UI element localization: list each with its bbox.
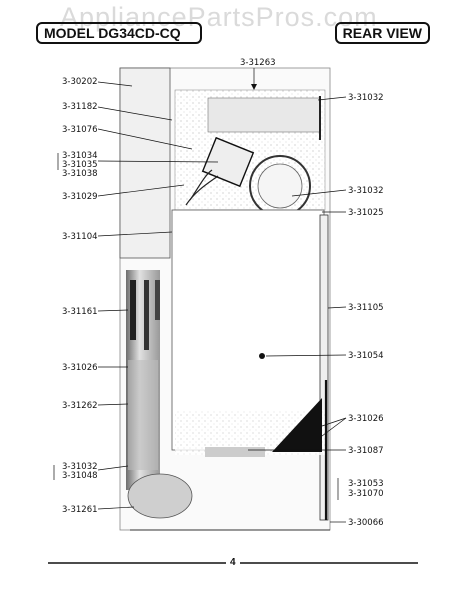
callout-3-31054: 3-31054 xyxy=(348,351,384,361)
callout-3-30202: 3-30202 xyxy=(62,77,98,87)
model-title: MODEL DG34CD-CQ xyxy=(36,22,202,44)
callout-3-31182: 3-31182 xyxy=(62,102,98,112)
callout-3-31076: 3-31076 xyxy=(62,125,98,135)
callout-3-31029: 3-31029 xyxy=(62,192,98,202)
callout-3-31263: 3-31263 xyxy=(240,58,276,68)
callout-3-31105: 3-31105 xyxy=(348,303,384,313)
callout-3-31035: 3-31035 xyxy=(62,160,98,170)
page-number: 4 xyxy=(226,557,240,568)
callout-3-31070: 3-31070 xyxy=(348,489,384,499)
callout-3-31025: 3-31025 xyxy=(348,208,384,218)
callout-3-31034: 3-31034 xyxy=(62,151,98,161)
callout-3-31262: 3-31262 xyxy=(62,401,98,411)
callout-3-31053: 3-31053 xyxy=(348,479,384,489)
exhaust-duct xyxy=(119,67,193,519)
callout-3-31261: 3-31261 xyxy=(62,505,98,515)
rear-panel xyxy=(130,209,330,531)
callout-3-31087: 3-31087 xyxy=(348,446,384,456)
callout-3-31038: 3-31038 xyxy=(62,169,98,179)
watermark: AppliancePartsPros.com xyxy=(60,2,378,32)
callout-3-31161: 3-31161 xyxy=(62,307,98,317)
callout-labels: 3-31263 3-30202 3-31182 3-31076 3-31034 … xyxy=(62,58,384,528)
callout-3-31026-right: 3-31026 xyxy=(348,414,384,424)
callout-3-30066: 3-30066 xyxy=(348,518,384,528)
leader-lines xyxy=(53,68,347,523)
callout-3-31032-mid: 3-31032 xyxy=(348,186,384,196)
callout-3-31032-low: 3-31032 xyxy=(62,462,98,472)
blower-housing xyxy=(249,155,311,217)
callout-3-31048: 3-31048 xyxy=(62,471,98,481)
terminal-block xyxy=(185,136,255,206)
view-title: REAR VIEW xyxy=(334,22,430,44)
callout-3-31032-top: 3-31032 xyxy=(348,93,384,103)
callout-3-31026-left: 3-31026 xyxy=(62,363,98,373)
callout-3-31104: 3-31104 xyxy=(62,232,98,242)
